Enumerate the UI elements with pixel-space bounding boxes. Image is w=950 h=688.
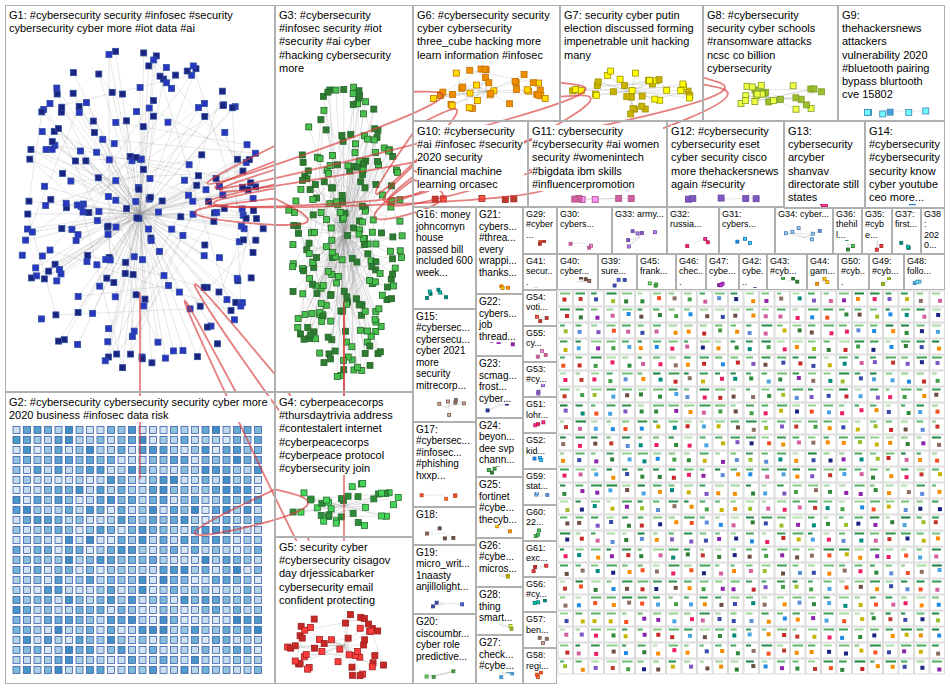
graph-canvas: G1: #cybersecurity security #infosec #se… <box>0 0 950 688</box>
